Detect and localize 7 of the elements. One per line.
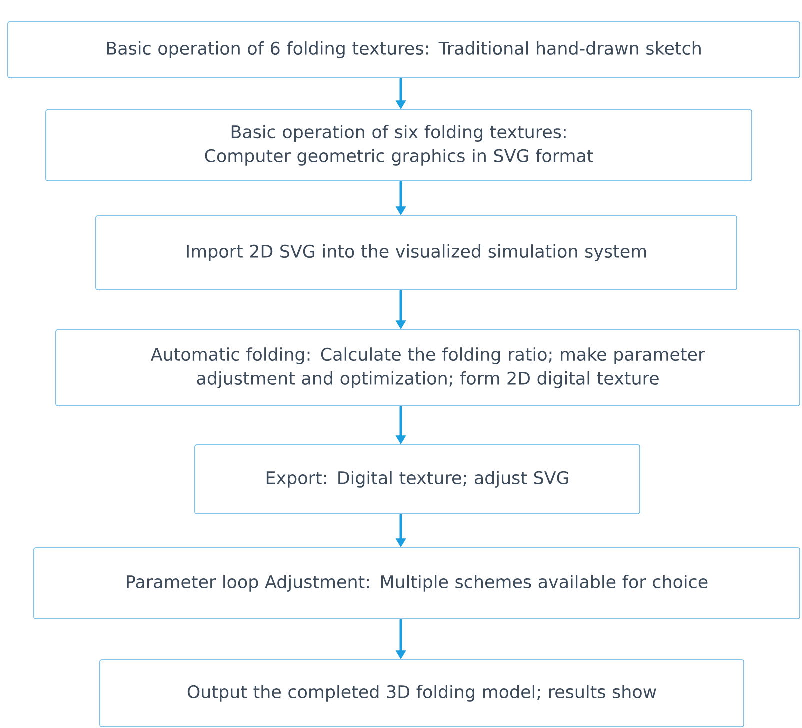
process-box: Output the completed 3D folding model; results show [100,660,744,728]
process-box: Basic operation of six folding textures: Computer geometric graphics in SVG format [46,110,752,182]
process-box: Export: Digital texture; adjust SVG [194,444,640,514]
process-box: Basic operation of 6 folding textures: Traditional hand-drawn sketch [8,22,800,78]
process-box: Automatic folding: Calculate the folding ratio; make parameter adjustment and optimization; form 2D digital texture [56,330,800,406]
process-box: Import 2D SVG into the visualized simulation system [96,216,738,290]
process-box: Parameter loop Adjustment: Multiple schemes available for choice [34,548,800,620]
